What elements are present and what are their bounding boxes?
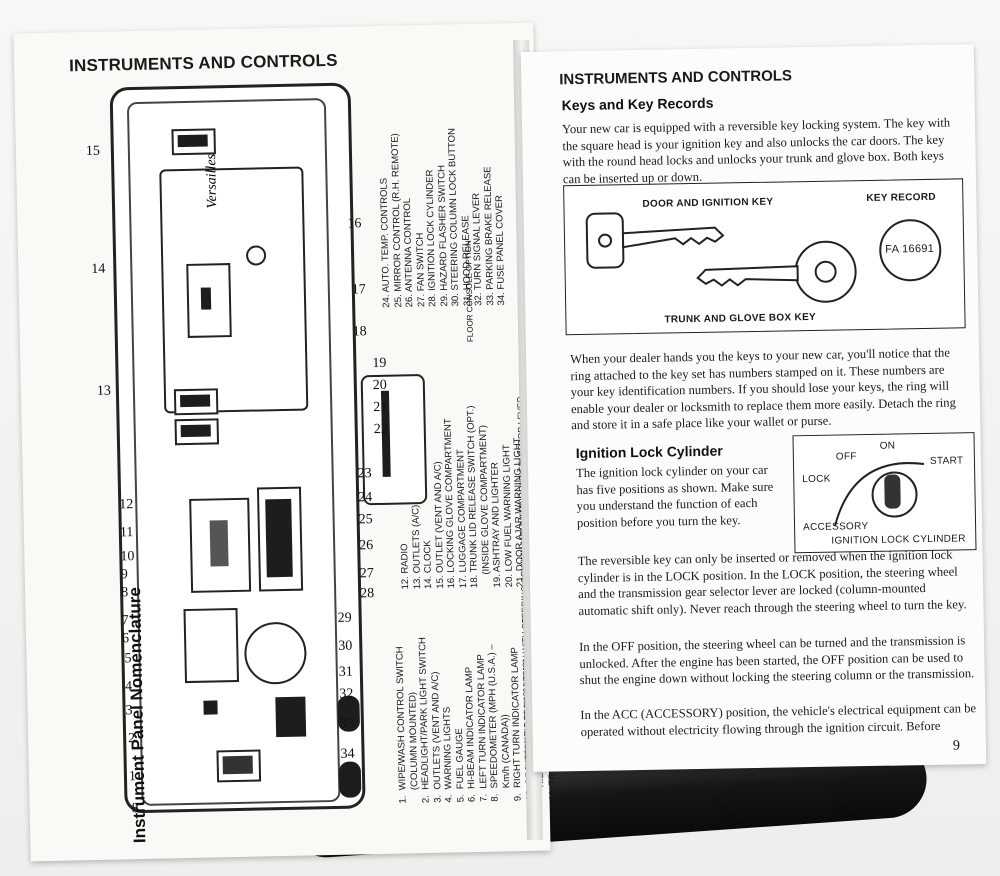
callout-20: 20 [372, 377, 387, 394]
left-page-number: 8 [131, 801, 139, 817]
callout-28: 28 [360, 586, 375, 602]
off-position-paragraph: In the OFF position, the steering wheel … [579, 633, 975, 688]
callout-31: 31 [338, 664, 353, 680]
callout-26: 26 [359, 538, 374, 554]
ignition-title: Ignition Lock Cylinder [575, 442, 723, 462]
lock-position-paragraph: The reversible key can only be inserted … [577, 547, 967, 618]
callout-22: 22 [373, 421, 388, 438]
keys-title: Keys and Key Records [561, 94, 714, 114]
key-illustration: DOOR AND IGNITION KEY KEY RECORD FA 1669… [563, 178, 966, 336]
ignition-paragraph: The ignition lock cylinder on your car h… [575, 462, 774, 530]
keys-drawing [585, 212, 942, 303]
key-ring-paragraph: When your dealer hands you the keys to y… [569, 345, 956, 433]
hazard-switch [275, 696, 307, 738]
callout-17: 17 [351, 282, 366, 298]
lock-label-off: OFF [835, 451, 857, 463]
callout-9: 9 [120, 567, 128, 583]
callout-13: 13 [96, 383, 112, 399]
dash-badge: Versailles [203, 153, 221, 209]
temp-controls [256, 486, 304, 592]
lock-label-lock: LOCK [802, 473, 831, 486]
callout-16: 16 [347, 216, 362, 232]
legend-col3-text: 24. AUTO. TEMP. CONTROLS 25. MIRROR CONT… [378, 128, 508, 308]
outlet-13a [173, 388, 219, 416]
callout-21: 21 [373, 399, 388, 416]
radio [189, 497, 252, 593]
callout-19: 19 [372, 355, 387, 372]
lock-cylinder-drawing [834, 462, 925, 526]
parking-brake-release [338, 761, 362, 798]
clock [186, 263, 232, 338]
callout-14: 14 [91, 261, 106, 277]
right-page-header: INSTRUMENTS AND CONTROLS [559, 67, 793, 89]
callout-12: 12 [119, 497, 134, 513]
headlight-switch [216, 749, 262, 783]
acc-position-paragraph: In the ACC (ACCESSORY) position, the veh… [580, 701, 977, 739]
legend-col3: 24. AUTO. TEMP. CONTROLS 25. MIRROR CONT… [377, 127, 507, 308]
instrument-cluster [183, 607, 240, 684]
glove-compartment [159, 166, 309, 414]
callout-15: 15 [85, 143, 101, 160]
callout-10: 10 [120, 549, 135, 565]
callout-27: 27 [359, 566, 374, 582]
lock-caption: IGNITION LOCK CYLINDER [831, 533, 966, 547]
right-page: INSTRUMENTS AND CONTROLS Keys and Key Re… [520, 44, 987, 772]
callout-23: 23 [357, 466, 372, 482]
key-record-number: FA 16691 [885, 242, 935, 256]
callout-29: 29 [337, 610, 352, 626]
callout-11: 11 [119, 525, 134, 541]
keys-paragraph: Your new car is equipped with a reversib… [561, 115, 951, 186]
lock-label-accessory: ACCESSORY [802, 521, 869, 534]
callout-32: 32 [339, 686, 354, 702]
callout-18: 18 [352, 324, 367, 340]
outlet-13b [174, 418, 220, 446]
callout-25: 25 [358, 512, 373, 528]
lock-label-start: START [929, 455, 964, 467]
right-page-number: 9 [952, 738, 961, 754]
lock-label-on: ON [879, 440, 896, 452]
callout-30: 30 [338, 638, 353, 654]
left-page-header: INSTRUMENTS AND CONTROLS [68, 50, 338, 76]
instrument-panel-diagram: Versailles [109, 82, 428, 814]
fuel-gauge [203, 700, 218, 715]
outlet-15 [171, 128, 216, 156]
callout-34: 34 [340, 746, 355, 762]
callout-24: 24 [358, 490, 373, 506]
left-page: INSTRUMENTS AND CONTROLS Versailles [13, 22, 572, 862]
ignition-lock-illustration: OFF ON START LOCK ACCESSORY IGNITION LOC… [792, 432, 977, 554]
callout-33: 33 [339, 716, 355, 732]
